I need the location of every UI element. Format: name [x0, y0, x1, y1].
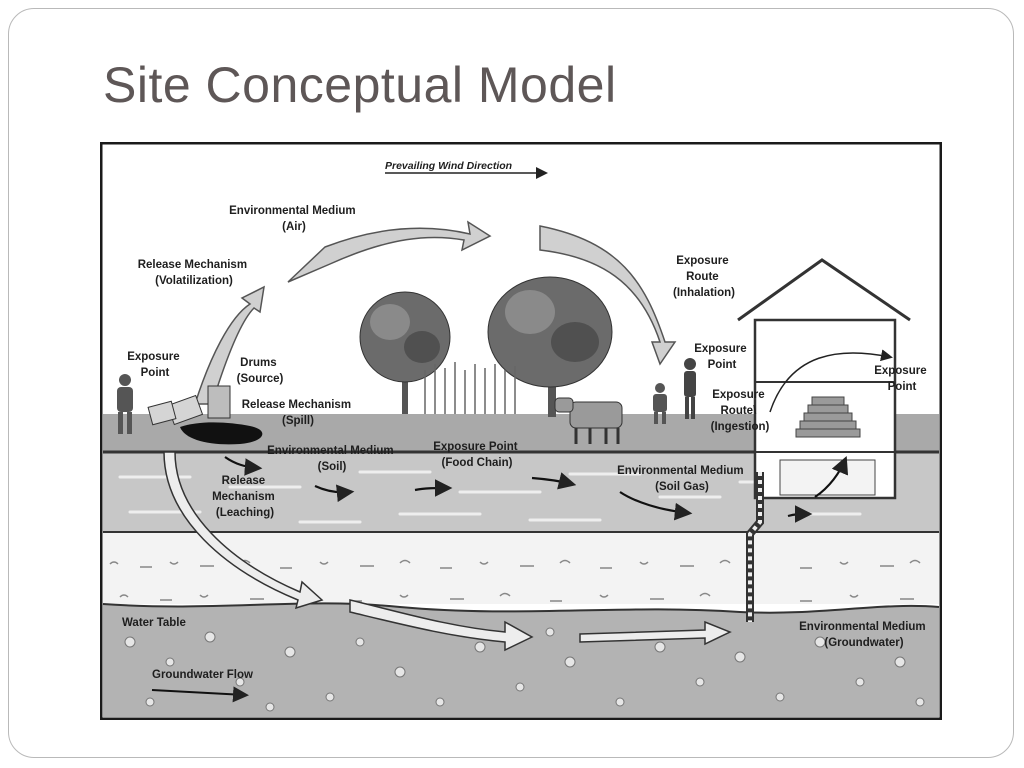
label-env-medium-air: Environmental Medium (Air): [229, 205, 359, 233]
label-drums-source: Drums (Source): [237, 357, 284, 385]
label-env-medium-groundwater: Environmental Medium (Groundwater): [799, 621, 929, 649]
house: [737, 258, 911, 500]
leaching-arrow: [163, 451, 324, 610]
label-env-medium-soil: Environmental Medium (Soil): [267, 445, 397, 473]
cow: [554, 397, 623, 444]
air-arrow-1: [287, 220, 492, 283]
site-conceptual-model-diagram: Prevailing Wind Direction: [100, 142, 942, 720]
label-release-volatilization: Release Mechanism (Volatilization): [138, 259, 251, 287]
groundwater-flow-arrow: [151, 686, 249, 703]
groundwater-pebbles: [124, 627, 925, 712]
label-exposure-point-left: Exposure Point: [127, 351, 183, 379]
label-exposure-route-ingestion: Exposure Route\ (Ingestion): [711, 389, 770, 433]
label-exposure-point-house: Exposure Point: [874, 365, 930, 393]
gravel-layer: [103, 532, 939, 604]
label-exposure-point-mid: Exposure Point: [694, 343, 750, 371]
tree-left: [359, 291, 451, 414]
label-water-table: Water Table: [122, 617, 186, 629]
label-release-leaching: Release Mechanism (Leaching): [212, 475, 278, 519]
wind-direction-label: Prevailing Wind Direction: [385, 160, 512, 172]
ground-surface: [103, 414, 939, 452]
soil-texture: [118, 470, 862, 524]
volatilization-arrow: [193, 285, 265, 405]
soil-flow-arrows: [224, 455, 849, 523]
label-exposure-route-inhalation: Exposure Route (Inhalation): [673, 255, 735, 299]
person-adult: [684, 358, 696, 419]
label-env-medium-soil-gas: Environmental Medium (Soil Gas): [617, 465, 747, 493]
tree-right: [487, 276, 613, 417]
label-release-spill: Release Mechanism (Spill): [242, 399, 355, 427]
groundwater-arrow-1: [349, 599, 534, 652]
corn-crop: [424, 362, 516, 414]
drums: [147, 385, 231, 426]
person-left: [117, 374, 133, 434]
spill: [180, 422, 263, 445]
gravel-texture: [109, 559, 921, 602]
slide-title: Site Conceptual Model: [103, 57, 617, 113]
label-exposure-point-food-chain: Exposure Point (Food Chain): [433, 441, 521, 469]
label-groundwater-flow: Groundwater Flow: [152, 669, 253, 681]
person-child: [653, 383, 667, 424]
groundwater-arrow-2: [579, 620, 732, 646]
air-arrow-2: [539, 225, 677, 366]
